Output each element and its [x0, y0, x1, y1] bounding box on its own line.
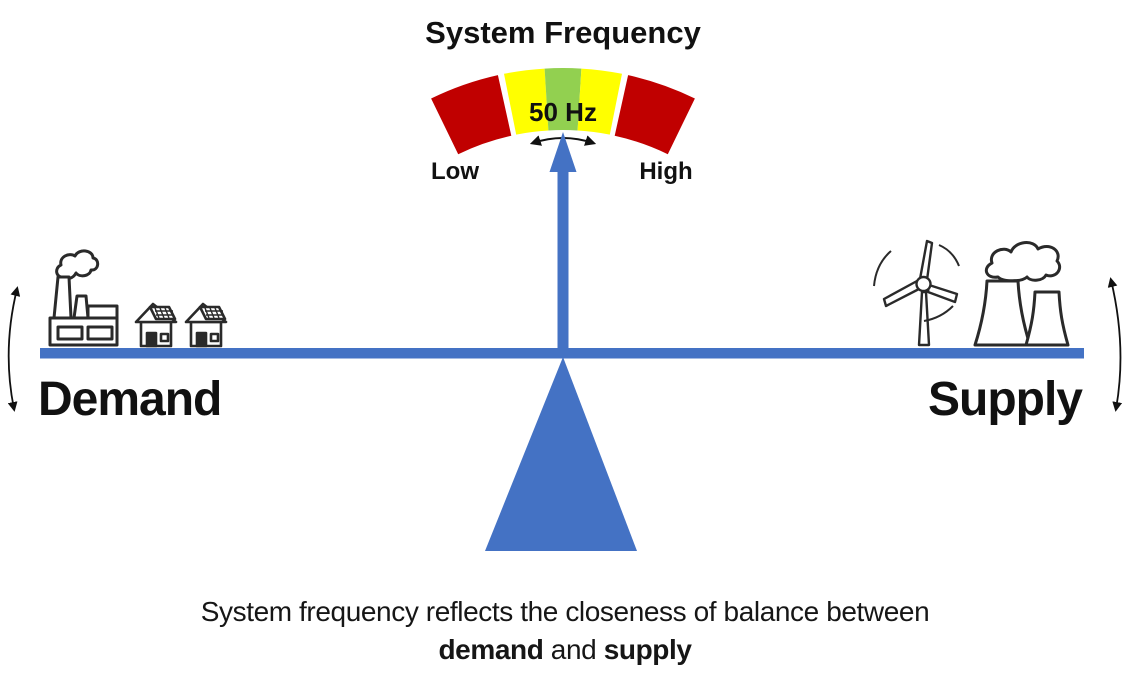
factory-icon: [48, 249, 119, 347]
gauge-segment-red-right: [614, 75, 695, 155]
house-icon: [184, 302, 228, 348]
caption-line2: demand and supply: [438, 634, 691, 666]
demand-label: Demand: [38, 373, 222, 426]
cooling-towers-icon: [973, 241, 1070, 347]
gauge-low-label: Low: [431, 158, 479, 185]
balance-pointer-arrow-icon: [549, 132, 577, 350]
caption-supply-bold: supply: [603, 634, 692, 665]
house-icon: [134, 302, 178, 348]
gauge-segment-green-center: [544, 68, 582, 131]
caption-connector: and: [543, 634, 604, 665]
gauge-title: System Frequency: [425, 15, 701, 50]
supply-label: Supply: [927, 373, 1083, 426]
swing-arrow-right-icon: [1107, 277, 1123, 412]
balance-beam: [40, 348, 1084, 359]
gauge-segment-red-left: [431, 75, 512, 155]
gauge-segment-yellow-left: [504, 68, 549, 135]
frequency-gauge-arc: [431, 68, 695, 155]
caption-demand-bold: demand: [438, 634, 544, 665]
fulcrum-triangle: [485, 357, 637, 551]
wind-turbine-icon: [873, 239, 960, 347]
gauge-center-value: 50 Hz: [529, 97, 597, 127]
swing-arrow-left-icon: [7, 286, 21, 412]
gauge-high-label: High: [639, 158, 693, 185]
caption-line1: System frequency reflects the closeness …: [200, 596, 930, 627]
gauge-segment-yellow-right: [577, 68, 622, 135]
